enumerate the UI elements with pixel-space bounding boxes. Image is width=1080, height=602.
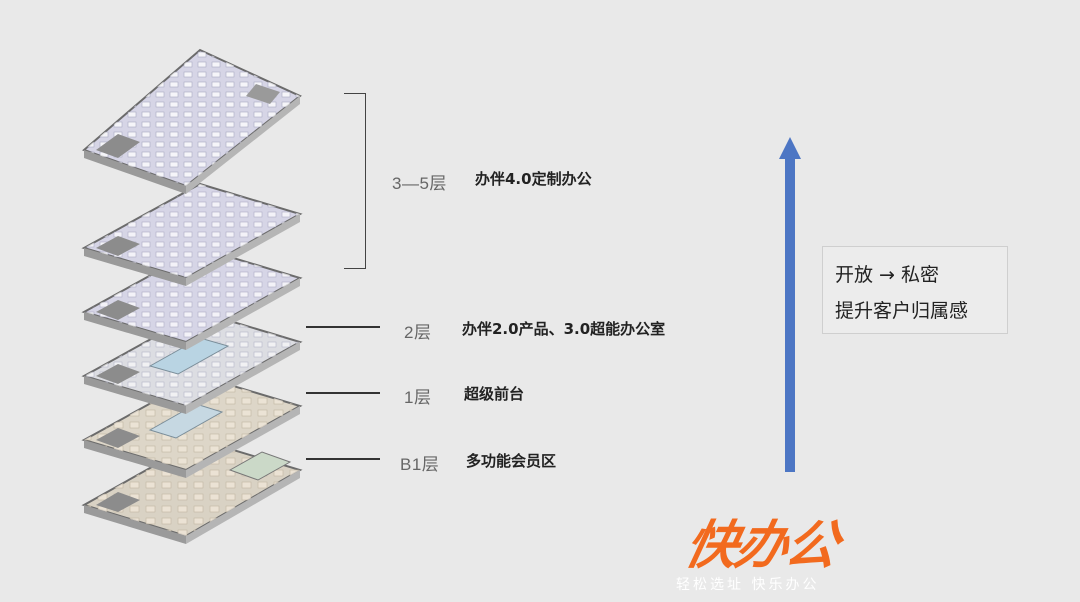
up-arrow-head-icon [779,137,801,159]
brand-logo: 快办公 轻松选址 快乐办公 [676,516,884,596]
floor-level-label: 3—5层 [392,174,447,193]
floor-4-plan [81,182,303,286]
note-line-belonging: 提升客户归属感 [835,300,969,322]
floor-b1-plan [81,438,303,544]
floor-description: 办伴4.0定制办公 [475,170,592,188]
floor-5-plan [81,246,303,350]
floor-description: 多功能会员区 [466,452,557,470]
floor-description: 办伴2.0产品、3.0超能办公室 [462,320,666,338]
note-line-open-private: 开放 → 私密 [835,264,939,286]
leader-line-b1 [306,458,380,460]
floor-stack-illustration [81,48,303,544]
floor-level-label: B1层 [400,455,440,474]
brand-logo-text: 快办公 [679,516,843,576]
up-arrow-shaft [785,156,795,472]
floors-3-5-bracket [344,93,366,269]
floor-2-plan [81,310,303,414]
brand-tagline: 轻松选址 快乐办公 [676,577,820,593]
leader-line-2f [306,326,380,328]
floor-description: 超级前台 [464,385,525,403]
floor-level-label: 1层 [404,388,432,407]
floor-1-plan [81,374,303,478]
floor-level-label: 2层 [404,323,432,342]
leader-line-1f [306,392,380,394]
floor-3-plan [82,48,302,194]
privacy-note-box: 开放 → 私密 提升客户归属感 [822,246,1008,334]
